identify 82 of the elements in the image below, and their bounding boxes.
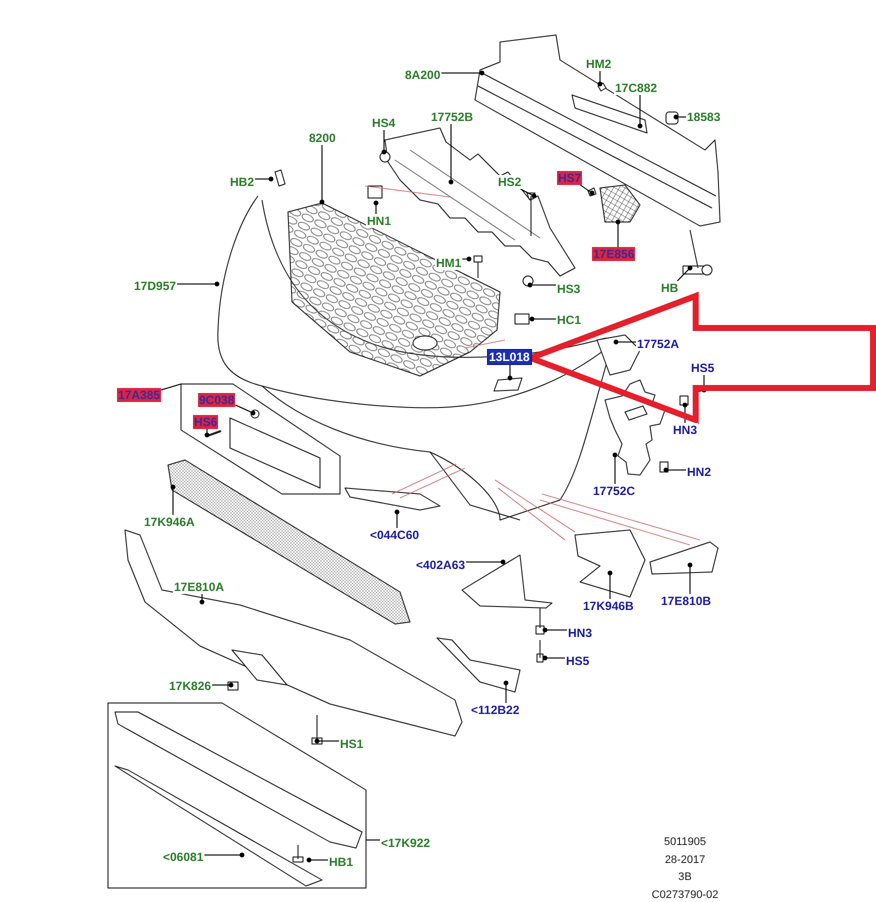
part-number: 17752B	[430, 110, 474, 124]
drawing-reference-note: 28-2017	[664, 854, 706, 866]
leader-line	[306, 858, 328, 862]
part-number: HS2	[497, 175, 522, 189]
part-number: HS1	[339, 737, 364, 751]
leader-line	[638, 94, 642, 128]
leader-line	[462, 256, 472, 262]
leader-line	[528, 282, 556, 288]
part-number: HB2	[229, 175, 256, 189]
highlighted-part-number: 13L018	[488, 350, 531, 364]
leader-line	[176, 282, 220, 286]
part-number: HM1	[435, 256, 462, 270]
leader-line	[394, 510, 400, 528]
part-number: <17K922	[380, 836, 432, 850]
highlighted-part-number: HS6	[193, 415, 218, 429]
part-number: 17C882	[614, 81, 658, 95]
leader-line	[508, 364, 512, 380]
leader-line	[688, 562, 692, 594]
leader-line	[520, 188, 536, 198]
drawing-reference-note: C0273790-02	[652, 888, 718, 900]
part-number: <044C60	[369, 528, 420, 542]
part-number: <112B22	[470, 703, 520, 717]
leader-line	[314, 738, 340, 744]
part-number: 17752C	[592, 484, 636, 498]
leader-line	[616, 220, 620, 248]
leader-line	[580, 184, 594, 196]
leader-line	[612, 452, 618, 484]
part-number: HM2	[585, 57, 612, 71]
leader-line	[160, 384, 182, 390]
leader-line	[234, 404, 256, 416]
leader-line	[204, 428, 210, 438]
highlighted-part-number: 17A385	[117, 388, 162, 402]
drawing-reference-note: 5011905	[664, 836, 706, 848]
part-number: 17E810A	[173, 580, 226, 594]
part-number: HS4	[371, 116, 396, 130]
part-number: HB	[660, 281, 680, 295]
highlighted-part-number: 17E856	[592, 247, 636, 261]
leader-line	[254, 176, 274, 182]
part-number: 17K826	[168, 679, 212, 693]
leader-line	[466, 560, 506, 564]
part-number: HS5	[690, 361, 716, 375]
part-number: <06081	[162, 850, 204, 864]
leader-line	[170, 484, 176, 516]
leader-line	[682, 402, 688, 424]
highlighted-part-number: 9C038	[198, 393, 236, 407]
leader-line	[320, 144, 324, 204]
leader-line	[608, 570, 612, 600]
part-number: HN3	[672, 423, 698, 437]
part-number: HC1	[556, 313, 582, 327]
highlighted-part-number: HS7	[557, 171, 582, 185]
leader-line	[664, 468, 686, 472]
part-number: HN2	[686, 465, 712, 479]
part-number: 18583	[686, 110, 722, 124]
leader-line	[614, 340, 636, 344]
leader-line	[204, 852, 244, 858]
leader-line	[440, 70, 484, 76]
part-number: 17E810B	[660, 594, 712, 608]
leader-line	[212, 682, 234, 688]
part-number: 17752A	[636, 337, 680, 351]
leader-line	[200, 594, 204, 604]
part-number: 8A200	[404, 68, 442, 82]
part-number: HN3	[567, 626, 594, 640]
part-number: HN1	[366, 214, 392, 228]
part-number: <402A63	[415, 558, 466, 572]
leader-line	[382, 130, 386, 154]
part-number: 17K946B	[582, 599, 635, 613]
leader-line	[374, 200, 378, 214]
part-number: HS3	[556, 282, 582, 296]
leader-line	[504, 680, 508, 704]
leader-line	[448, 124, 454, 184]
part-number: HS5	[565, 654, 590, 668]
part-number: HB1	[328, 855, 354, 869]
part-number: 17K946A	[143, 515, 196, 529]
leader-line	[676, 266, 692, 282]
part-number: 8200	[308, 131, 337, 145]
leader-line	[674, 114, 686, 120]
drawing-reference-note: 3B	[678, 871, 692, 883]
part-number: 17D957	[133, 279, 178, 293]
leader-line	[598, 70, 602, 86]
leader-line	[530, 316, 556, 322]
leader-line	[542, 628, 568, 632]
leader-line	[542, 656, 566, 660]
